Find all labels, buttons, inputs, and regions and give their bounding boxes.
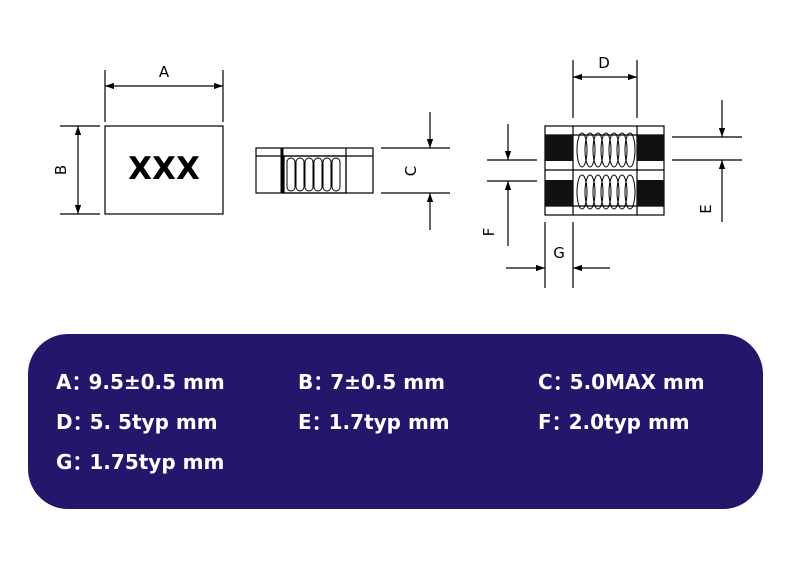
spec-separator: ： — [72, 450, 93, 474]
spec-key: G — [56, 450, 73, 474]
spec-key: D — [56, 410, 73, 434]
side-view-coil — [286, 157, 341, 192]
bottom-coil-lower — [576, 174, 636, 210]
bottom-view — [487, 60, 742, 288]
spec-d: D： 5. 5typ mm — [56, 406, 218, 435]
terminal-pad — [637, 180, 664, 206]
top-view-body — [104, 125, 224, 215]
spec-value: 5.0MAX mm — [569, 370, 705, 394]
terminal-pad — [545, 135, 573, 161]
spec-c: C： 5.0MAX mm — [538, 366, 705, 395]
spec-separator: ： — [72, 410, 93, 434]
spec-e: E： 1.7typ mm — [298, 406, 450, 435]
side-view — [255, 112, 450, 230]
dim-label-e: E — [697, 204, 715, 213]
terminal-pads — [545, 135, 664, 206]
dimension-drawing: XXX A B C — [52, 54, 742, 288]
spec-key: F — [538, 410, 552, 434]
spec-key: C — [538, 370, 553, 394]
spec-a: A： 9.5±0.5 mm — [56, 366, 225, 395]
dim-label-c: C — [402, 166, 420, 176]
spec-value: 1.7typ mm — [328, 410, 450, 434]
spec-value: 7±0.5 mm — [330, 370, 445, 394]
spec-value: 2.0typ mm — [568, 410, 690, 434]
spec-key: A — [56, 370, 72, 394]
spec-g: G： 1.75typ mm — [56, 446, 224, 475]
spec-key: E — [298, 410, 312, 434]
spec-separator: ： — [313, 370, 334, 394]
spec-value: 5. 5typ mm — [89, 410, 218, 434]
bottom-coil-upper — [576, 132, 636, 168]
dim-label-g: G — [553, 244, 565, 262]
spec-f: F： 2.0typ mm — [538, 406, 690, 435]
spec-b: B： 7±0.5 mm — [298, 366, 445, 395]
dim-label-d: D — [598, 54, 610, 72]
spec-separator: ： — [552, 370, 573, 394]
spec-separator: ： — [71, 370, 92, 394]
spec-value: 1.75typ mm — [89, 450, 225, 474]
spec-separator: ： — [311, 410, 332, 434]
dim-label-b: B — [52, 165, 70, 175]
spec-value: 9.5±0.5 mm — [88, 370, 225, 394]
top-view — [60, 70, 224, 215]
dim-label-a: A — [159, 63, 170, 81]
part-marking: XXX — [128, 151, 200, 187]
terminal-pad — [637, 135, 664, 161]
specifications-panel: A： 9.5±0.5 mm B： 7±0.5 mm C： 5.0MAX mm D… — [28, 334, 763, 509]
spec-separator: ： — [551, 410, 572, 434]
spec-key: B — [298, 370, 314, 394]
terminal-pad — [545, 180, 573, 206]
dim-label-f: F — [480, 228, 498, 237]
